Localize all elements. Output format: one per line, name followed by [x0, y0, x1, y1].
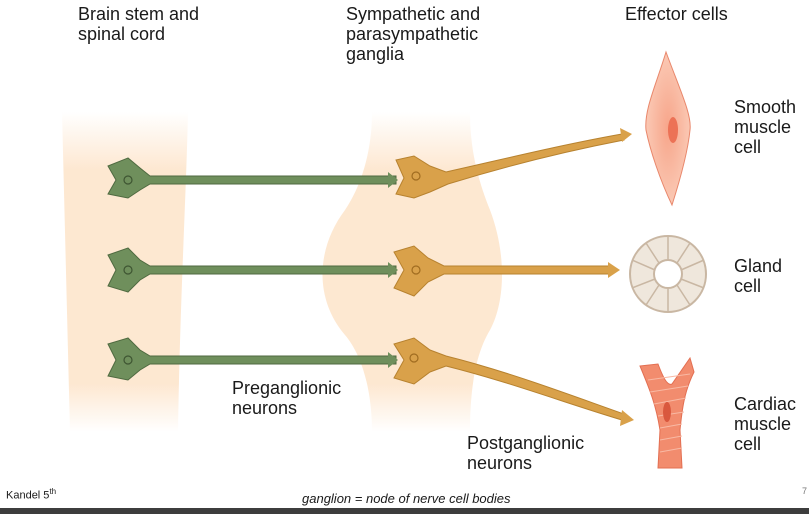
preganglionic-neuron-2	[107, 247, 398, 293]
cardiac-muscle-cell	[639, 356, 695, 469]
cns-label: Brain stem and spinal cord	[78, 4, 200, 44]
smooth-muscle-cell	[645, 50, 691, 207]
gland-cell-label: Gland cell	[734, 256, 783, 296]
preganglionic-label: Preganglionic neurons	[232, 378, 342, 418]
ganglia-label: Sympathetic and parasympathetic ganglia	[346, 4, 481, 64]
smooth-muscle-label: Smooth muscle cell	[734, 97, 797, 157]
source-citation: Kandel 5th	[6, 487, 57, 502]
source-superscript: th	[49, 487, 57, 496]
postganglionic-neuron-3	[393, 337, 634, 426]
preganglionic-neuron-3	[107, 337, 398, 381]
slide-bottom-bar	[0, 508, 809, 514]
postganglionic-neuron-1	[395, 128, 632, 199]
preganglionic-neuron-1	[107, 157, 398, 199]
postganglionic-label: Postganglionic neurons	[467, 433, 585, 473]
effector-cells-label: Effector cells	[625, 4, 728, 24]
ganglion-caption: ganglion = node of nerve cell bodies	[302, 491, 511, 506]
slide-number: 7	[802, 486, 808, 496]
gland-cell	[629, 235, 707, 313]
cardiac-muscle-label: Cardiac muscle cell	[734, 394, 797, 454]
postganglionic-neuron-2	[393, 245, 620, 297]
